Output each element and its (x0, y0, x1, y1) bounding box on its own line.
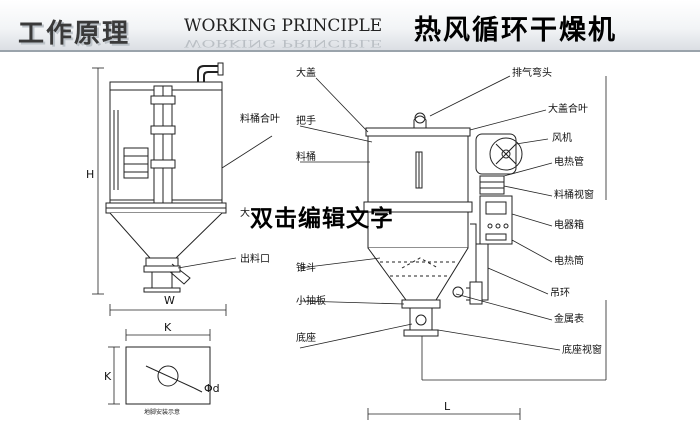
title-en: WORKING PRINCIPLE (184, 16, 383, 36)
side-view-dryer (105, 62, 227, 293)
left-leaders (177, 135, 273, 269)
label-lid-joint: 大盖合叶 (548, 102, 588, 115)
base-k-top-label: K (164, 321, 172, 334)
width-label: W (164, 294, 175, 307)
label-outlet: 出料口 (240, 252, 270, 265)
title-cn: 工作原理 (18, 19, 131, 49)
label-base-window: 底座视窗 (562, 343, 602, 356)
label-ring: 吊环 (550, 287, 570, 299)
label-hopper-window: 料桶视窗 (554, 188, 594, 201)
height-label: H (86, 168, 94, 181)
label-cone: 锥斗 (296, 262, 316, 274)
label-fan: 风机 (552, 131, 572, 144)
width-dimension (109, 304, 227, 316)
base-footprint (108, 329, 211, 405)
label-base: 底座 (296, 331, 316, 344)
title-cn-shadow: 工作原理 (20, 21, 133, 51)
label-control-box: 电器箱 (554, 218, 584, 231)
header-divider (0, 50, 700, 52)
diameter-label: Φd (204, 382, 220, 395)
height-dimension (92, 67, 104, 295)
label-big: 大 (240, 206, 250, 219)
edit-text-placeholder[interactable]: 双击编辑文字 (250, 206, 394, 232)
label-heater: 电热管 (554, 155, 584, 168)
length-dimension (367, 408, 521, 420)
label-meter: 金属表 (554, 312, 584, 325)
right-leaders (421, 75, 607, 381)
label-drain-plate: 小抽板 (296, 294, 326, 307)
front-view-dryer (363, 112, 523, 337)
header-bar: 工作原理 工作原理 WORKING PRINCIPLE WORKING PRIN… (0, 0, 700, 52)
base-k-side-label: K (104, 370, 112, 383)
label-hopper: 料桶 (296, 150, 316, 163)
length-label: L (444, 400, 451, 413)
label-handle: 把手 (296, 114, 316, 127)
label-hopper-joint: 料桶合叶 (240, 112, 280, 125)
label-exhaust: 排气弯头 (512, 66, 552, 79)
center-leaders (299, 77, 413, 349)
machine-name: 热风循环干燥机 (414, 15, 617, 46)
base-note: 地脚安装示意 (144, 408, 180, 416)
label-heater-box: 电热筒 (554, 254, 584, 267)
label-lid: 大盖 (296, 66, 316, 79)
